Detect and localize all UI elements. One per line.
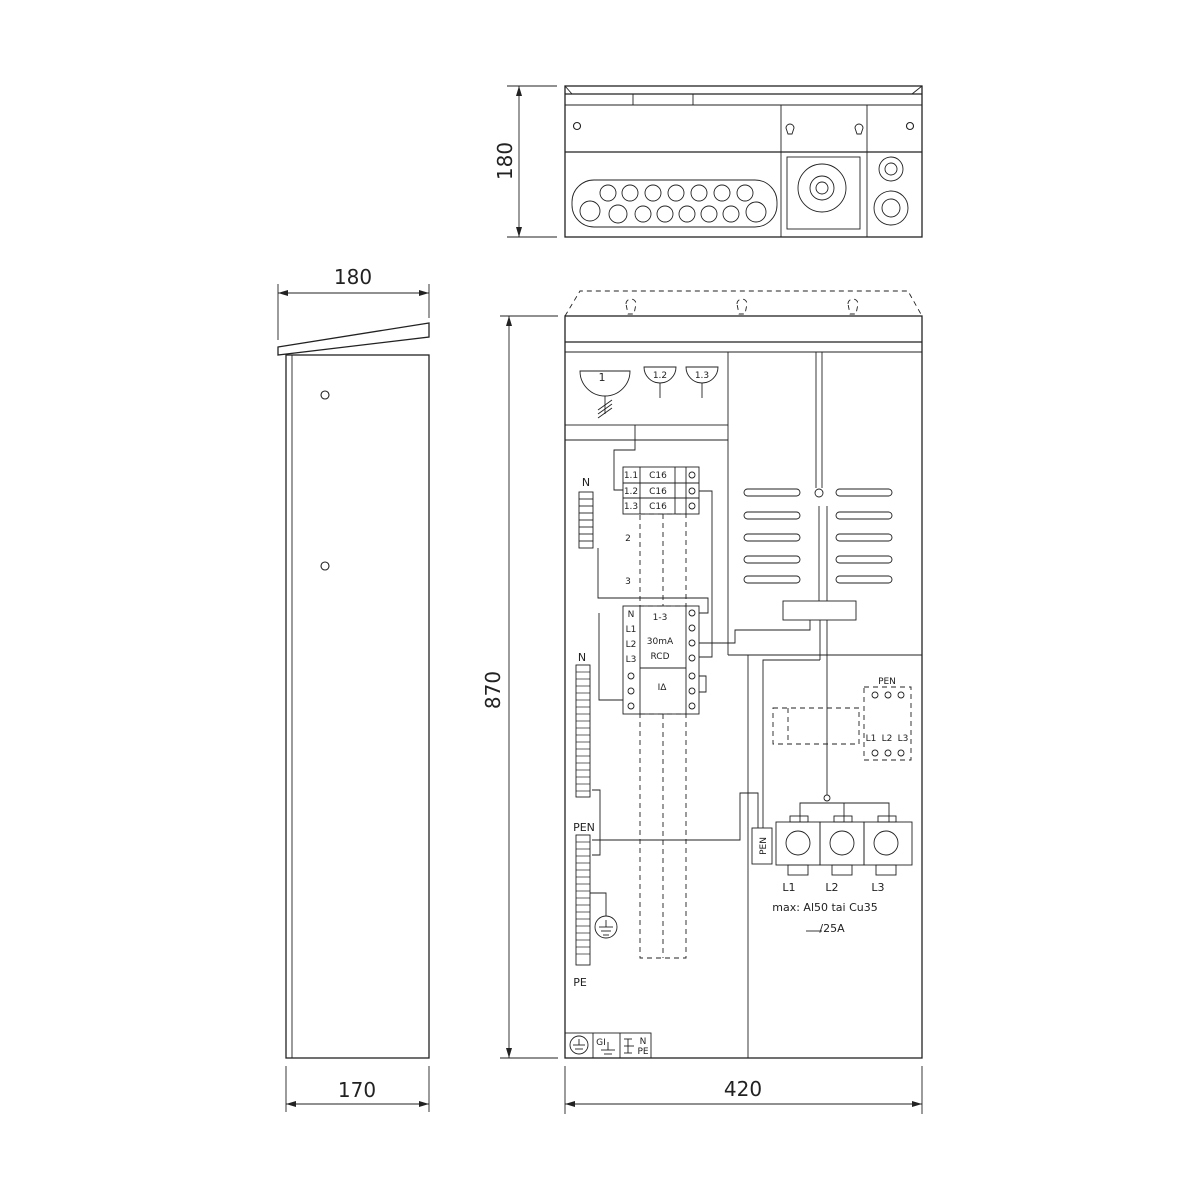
n-legend-text: N — [640, 1037, 647, 1047]
dim-side-depth-top: 180 — [334, 265, 372, 289]
l3-small-label: L3 — [898, 734, 909, 744]
side-roof — [277, 322, 430, 356]
l2-small-label: L2 — [882, 734, 893, 744]
max-cable-text: max: Al50 tai Cu35 — [772, 901, 878, 914]
mount-hole — [905, 121, 915, 131]
gland-plate — [571, 179, 778, 228]
fuse-label-13: 1.3 — [695, 371, 709, 381]
pen-label-left: PEN — [573, 821, 595, 834]
main-terminal-block — [775, 815, 913, 876]
terminal-label-l3: L3 — [871, 881, 884, 894]
rcd-test: IΔ — [658, 683, 668, 693]
breaker-id: 1.3 — [624, 502, 638, 512]
breaker-rating: C16 — [649, 471, 667, 481]
rcd-current: 30mA — [647, 637, 674, 647]
rcd-block: 1-3 30mA RCD IΔ N L1 L2 L3 — [622, 605, 700, 715]
mount-hole — [572, 121, 582, 131]
large-gland-box — [786, 156, 861, 230]
pen-vertical-label: PEN — [759, 837, 769, 855]
side-hole — [320, 390, 330, 400]
rcd-title: 1-3 — [653, 613, 668, 623]
n-label-upper: N — [582, 476, 590, 489]
rcd-pole: N — [628, 610, 635, 620]
keyhole-icon — [854, 123, 864, 135]
clamp-block — [782, 600, 857, 621]
earth-symbol-icon — [569, 1035, 589, 1055]
side-view: 180 170 — [277, 265, 430, 1112]
pe-legend-text: PE — [637, 1047, 648, 1057]
side-hole — [320, 561, 330, 571]
top-view: 180 — [493, 85, 923, 238]
pen-label-right: PEN — [878, 677, 896, 687]
main-fuse-symbol — [579, 370, 631, 397]
main-fuse-area — [564, 351, 729, 426]
l1-small-label: L1 — [866, 734, 877, 744]
pen-terminal — [751, 827, 773, 865]
pe-busbar — [575, 834, 591, 966]
pe-label-left: PE — [573, 976, 587, 989]
front-view: 1 1.2 1.3 1.1 C16 1.2 C16 1.3 C16 2 3 — [481, 290, 923, 1114]
legend-box: GI N PE — [564, 1032, 652, 1059]
dim-front-height: 870 — [481, 671, 505, 709]
fuse-label-1: 1 — [599, 371, 606, 384]
rating-text: /25A — [819, 922, 845, 935]
group-label-3: 3 — [625, 577, 631, 587]
gi-text: GI — [596, 1038, 606, 1048]
front-outline — [564, 315, 923, 1059]
breaker-rating: C16 — [649, 487, 667, 497]
n-busbar-lower — [575, 664, 591, 798]
dashed-optional-area — [772, 707, 860, 745]
side-body — [285, 354, 430, 1059]
fuse-label-12: 1.2 — [653, 371, 667, 381]
breaker-id: 1.1 — [624, 471, 638, 481]
fuse-symbol-12 — [643, 366, 677, 384]
dim-side-depth-bottom: 170 — [338, 1078, 376, 1102]
ventilation-slots — [743, 488, 893, 584]
rcd-type: RCD — [650, 652, 669, 662]
dashed-lid — [564, 290, 923, 317]
earth-icon — [594, 915, 618, 939]
dashed-pen-block — [863, 686, 912, 761]
terminal-label-l1: L1 — [782, 881, 795, 894]
breaker-block: 1.1 C16 1.2 C16 1.3 C16 — [622, 466, 700, 515]
rcd-pole: L2 — [626, 640, 637, 650]
rcd-pole: L1 — [626, 625, 637, 635]
dim-front-width: 420 — [724, 1077, 762, 1101]
top-view-outline — [564, 85, 923, 238]
gland-holes — [579, 184, 767, 224]
rcd-pole: L3 — [626, 655, 637, 665]
group-label-2: 2 — [625, 534, 631, 544]
breaker-id: 1.2 — [624, 487, 638, 497]
keyhole-icon — [785, 123, 795, 135]
fuse-symbol-13 — [685, 366, 719, 384]
n-label-lower: N — [578, 651, 586, 664]
dim-top-height: 180 — [493, 142, 517, 180]
terminal-label-l2: L2 — [825, 881, 838, 894]
breaker-rating: C16 — [649, 502, 667, 512]
